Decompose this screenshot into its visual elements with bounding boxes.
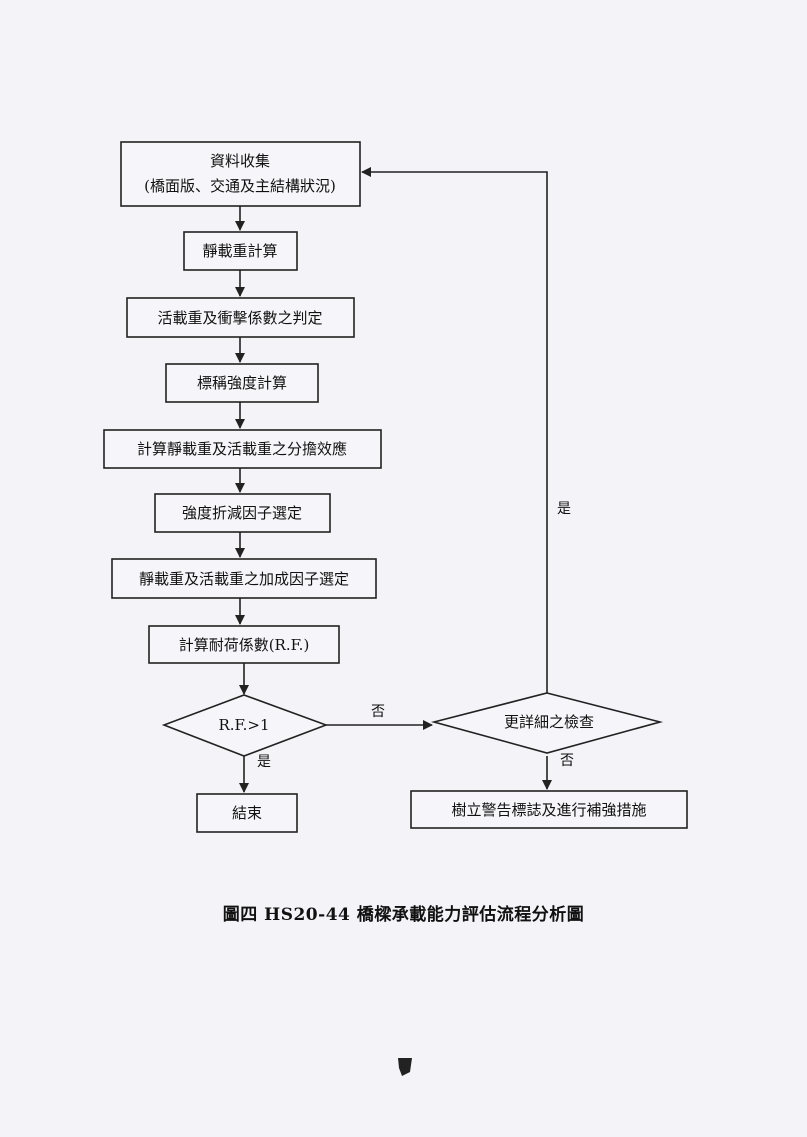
- node-data-collection: 資料收集 (橋面版、交通及主結構狀況): [120, 141, 361, 207]
- decision-diamond: [161, 694, 329, 757]
- node-box: [103, 429, 382, 469]
- node-label: 樹立警告標誌及進行補強措施: [451, 801, 646, 819]
- edge-label-decision-yes: 是: [257, 754, 271, 770]
- edge-label-check-yes: 是: [557, 501, 571, 517]
- decision-diamond: [430, 692, 664, 754]
- node-rating-factor-calc: 計算耐荷係數(R.F.): [148, 625, 340, 664]
- node-warning-measures: 樹立警告標誌及進行補強措施: [410, 790, 688, 829]
- node-load-factors: 靜載重及活載重之加成因子選定: [111, 558, 377, 599]
- node-box: [126, 297, 355, 338]
- node-load-effects: 計算靜載重及活載重之分擔效應: [103, 429, 382, 469]
- figure-caption: 圖四 HS20-44 橋樑承載能力評估流程分析圖: [222, 905, 585, 925]
- ink-mark: [398, 1058, 412, 1076]
- node-label: 更詳細之檢查: [504, 713, 594, 731]
- node-end: 結束: [196, 793, 298, 833]
- node-box: [196, 793, 298, 833]
- node-label: 結束: [232, 804, 262, 822]
- edge-label-decision-no: 否: [371, 704, 385, 720]
- node-detailed-check: 更詳細之檢查: [430, 692, 664, 754]
- node-nominal-strength: 標稱強度計算: [165, 363, 319, 403]
- node-label: 靜載重計算: [202, 242, 277, 260]
- node-box: [165, 363, 319, 403]
- node-strength-reduction: 強度折減因子選定: [154, 493, 331, 533]
- node-box: [183, 231, 298, 271]
- node-label: 靜載重及活載重之加成因子選定: [139, 570, 349, 588]
- node-label: 計算耐荷係數(R.F.): [179, 636, 310, 654]
- node-label: 資料收集: [210, 152, 270, 170]
- node-box: [120, 141, 361, 207]
- node-box: [111, 558, 377, 599]
- node-label: R.F.>1: [218, 716, 269, 734]
- node-box: [148, 625, 340, 664]
- node-label: 計算靜載重及活載重之分擔效應: [137, 440, 347, 458]
- arrow-check-loop-to-collect: [361, 167, 548, 693]
- node-box: [154, 493, 331, 533]
- node-decision-rf: R.F.>1: [161, 694, 329, 757]
- node-label: 標稱強度計算: [197, 374, 287, 392]
- connectors: [235, 167, 552, 793]
- node-label: (橋面版、交通及主結構狀況): [144, 177, 336, 195]
- node-dead-load-calc: 靜載重計算: [183, 231, 298, 271]
- edge-label-check-no: 否: [560, 753, 574, 769]
- node-label: 活載重及衝擊係數之判定: [157, 309, 322, 327]
- node-live-load-impact: 活載重及衝擊係數之判定: [126, 297, 355, 338]
- node-box: [410, 790, 688, 829]
- node-label: 強度折減因子選定: [182, 504, 302, 522]
